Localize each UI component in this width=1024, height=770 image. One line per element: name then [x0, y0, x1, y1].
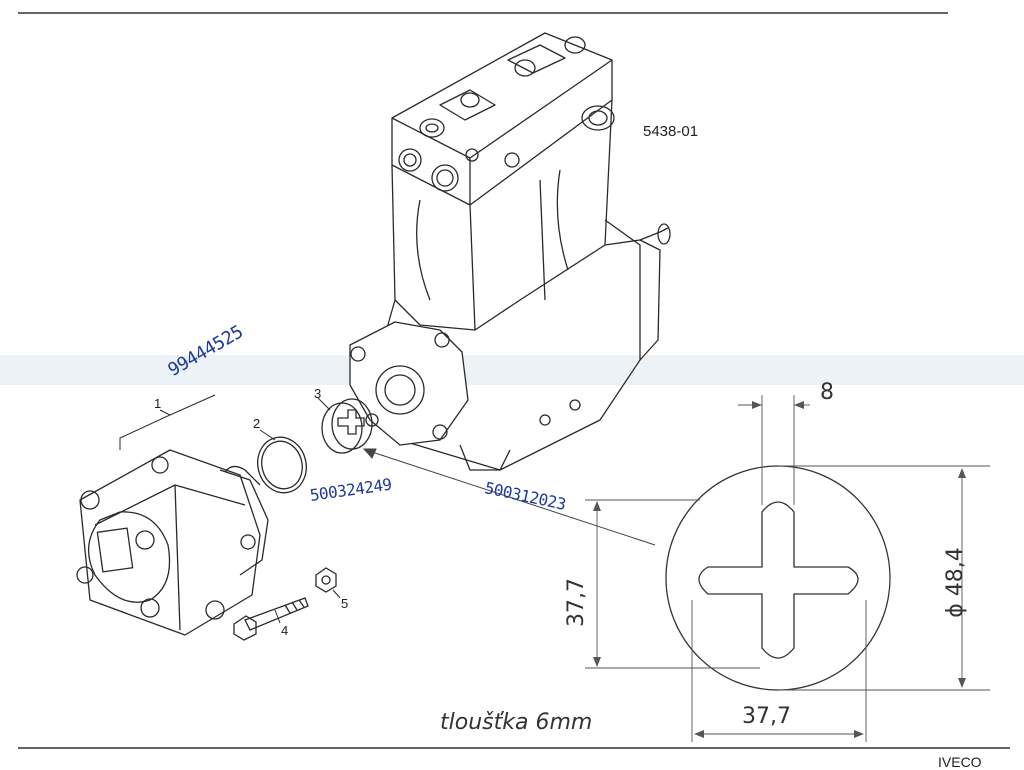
- detail-arrow: [362, 448, 656, 546]
- callout-leaders: [119, 394, 341, 624]
- callout-4: 4: [281, 623, 289, 638]
- dim-slot-width: 8: [820, 380, 834, 405]
- scan-band: [0, 355, 1024, 385]
- dimension-lines: [585, 395, 990, 742]
- callout-2: 2: [253, 416, 261, 431]
- figure-number: 5438-01: [643, 123, 699, 140]
- coupling-drawing: [321, 398, 373, 454]
- callout-3: 3: [314, 386, 322, 401]
- compressor-drawing: [349, 32, 671, 471]
- dimension-arrowheads: [593, 401, 966, 738]
- brand-label: IVECO: [938, 754, 982, 770]
- dim-diameter: ϕ 48,4: [942, 547, 968, 618]
- dim-cross-vertical: 37,7: [563, 578, 589, 627]
- pump-drawing: [76, 449, 269, 636]
- thickness-note: tloušťka 6mm: [440, 710, 593, 735]
- dim-cross-horizontal: 37,7: [742, 704, 791, 729]
- callout-5: 5: [341, 596, 349, 611]
- bolt-drawing: [233, 597, 309, 641]
- o-ring-drawing: [257, 436, 307, 494]
- nut-drawing: [315, 567, 337, 593]
- callout-1: 1: [154, 396, 162, 411]
